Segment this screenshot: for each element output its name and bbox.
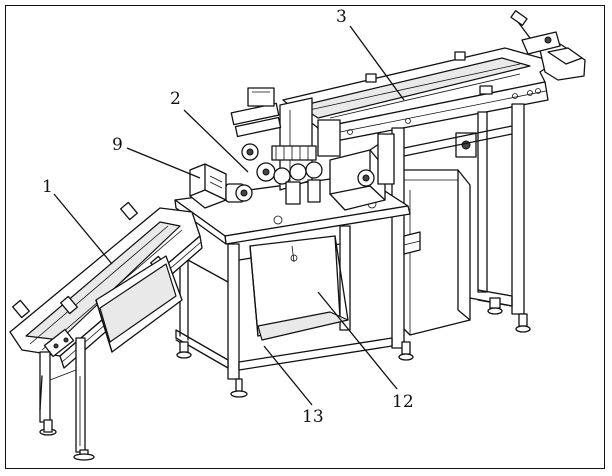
drive-motor [189,163,253,209]
leader-1 [53,193,113,265]
callout-12: 12 [392,392,414,412]
callouts: 1 2 3 9 12 13 [42,7,414,427]
leader-12 [317,291,398,390]
figure-border [5,5,605,469]
leader-lines [53,25,405,406]
feed-conveyor [9,201,203,461]
leader-13 [263,345,313,406]
leader-2 [183,109,249,173]
collection-bin [249,235,349,341]
callout-3: 3 [336,7,347,27]
right-frame [391,103,531,361]
leader-3 [349,25,405,101]
callout-9: 9 [112,135,123,155]
callout-13: 13 [302,407,324,427]
leader-9 [126,147,201,179]
callout-1: 1 [42,177,53,197]
callout-2: 2 [170,89,181,109]
upper-conveyor [282,10,586,145]
processing-unit [230,87,395,211]
control-cabinet [399,132,477,336]
